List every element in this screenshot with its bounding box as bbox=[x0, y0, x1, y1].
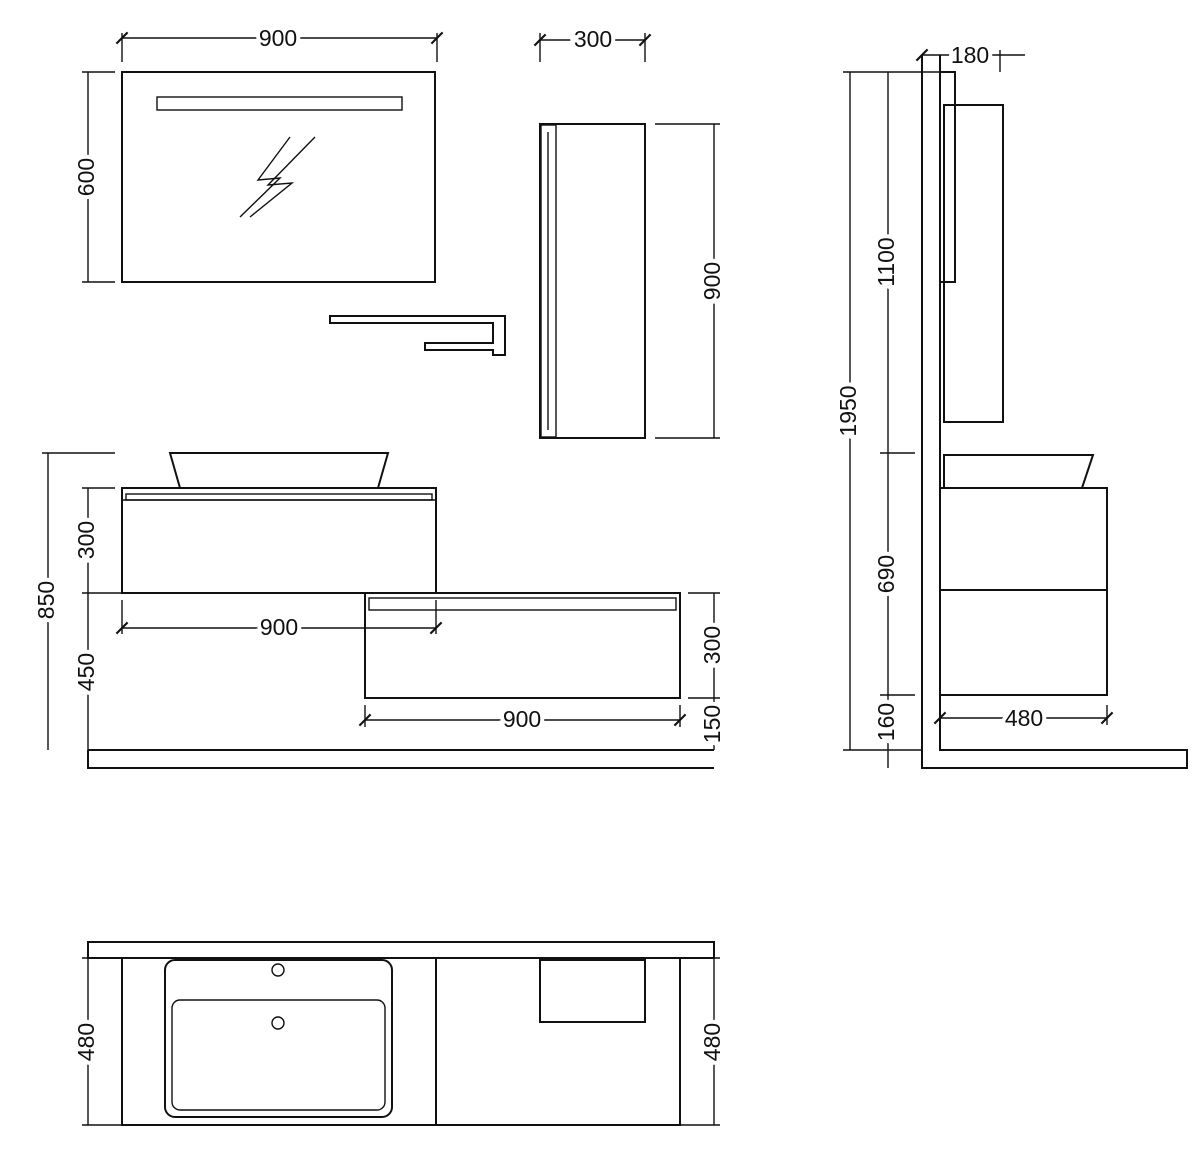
dim-lower-clearance: 150 bbox=[695, 698, 729, 750]
dim-side-total: 1950 bbox=[831, 71, 940, 751]
side-drawer-upper bbox=[939, 487, 1108, 591]
dim-clearance-450: 450 bbox=[69, 592, 122, 750]
svg-text:1950: 1950 bbox=[835, 385, 861, 436]
side-cabinet bbox=[943, 104, 1004, 423]
plan-view bbox=[87, 941, 715, 1126]
svg-text:480: 480 bbox=[699, 1023, 725, 1061]
dim-lower-height: 300 bbox=[688, 592, 729, 699]
tall-cabinet bbox=[539, 123, 646, 439]
dim-side-mirror-depth: 180 bbox=[915, 38, 1025, 72]
tap-hole-icon bbox=[271, 963, 285, 977]
side-view bbox=[921, 55, 1188, 769]
svg-text:480: 480 bbox=[1005, 705, 1043, 731]
mirror-light-bar bbox=[156, 96, 403, 111]
svg-text:600: 600 bbox=[73, 158, 99, 196]
svg-text:900: 900 bbox=[260, 614, 298, 640]
svg-text:690: 690 bbox=[873, 555, 899, 593]
svg-text:300: 300 bbox=[73, 521, 99, 559]
dim-plan-right-depth: 480 bbox=[680, 957, 729, 1126]
svg-text:180: 180 bbox=[951, 42, 989, 68]
shelf bbox=[329, 315, 506, 356]
mirror-reflection-icon bbox=[239, 136, 291, 218]
svg-text:150: 150 bbox=[699, 705, 725, 743]
svg-text:480: 480 bbox=[73, 1023, 99, 1061]
dim-total-850: 850 bbox=[29, 452, 115, 750]
svg-text:1100: 1100 bbox=[873, 237, 899, 286]
dim-lower-width: 900 bbox=[358, 702, 687, 736]
svg-text:300: 300 bbox=[699, 626, 725, 664]
plan-cabinet bbox=[539, 959, 646, 1023]
upper-vanity bbox=[121, 452, 437, 594]
dim-side-clearance: 160 bbox=[869, 695, 903, 768]
dim-vanity-height: 300 bbox=[69, 487, 115, 593]
dim-plan-left-depth: 480 bbox=[69, 957, 122, 1126]
plan-basin bbox=[164, 959, 393, 1118]
dim-mirror-width: 900 bbox=[115, 21, 444, 62]
svg-text:850: 850 bbox=[33, 581, 59, 619]
side-mirror bbox=[939, 71, 956, 283]
svg-text:900: 900 bbox=[259, 25, 297, 51]
dim-cabinet-width: 300 bbox=[533, 22, 652, 62]
svg-text:160: 160 bbox=[873, 703, 899, 741]
dim-cabinet-height: 900 bbox=[655, 123, 729, 439]
drain-hole-icon bbox=[271, 1016, 285, 1030]
svg-text:300: 300 bbox=[574, 26, 612, 52]
svg-text:900: 900 bbox=[503, 706, 541, 732]
dim-mirror-height: 600 bbox=[69, 71, 115, 283]
side-basin bbox=[943, 454, 1095, 489]
dim-side-vanity: 690 bbox=[869, 453, 915, 696]
svg-text:450: 450 bbox=[73, 653, 99, 691]
side-drawer-lower bbox=[939, 589, 1108, 696]
dim-vanity-width: 900 bbox=[115, 600, 443, 644]
dim-side-upper: 1100 bbox=[869, 72, 915, 454]
dim-side-depth: 480 bbox=[933, 701, 1114, 735]
svg-text:900: 900 bbox=[699, 262, 725, 300]
floor-front bbox=[87, 749, 714, 769]
mirror bbox=[121, 71, 436, 283]
lower-unit bbox=[364, 592, 681, 699]
